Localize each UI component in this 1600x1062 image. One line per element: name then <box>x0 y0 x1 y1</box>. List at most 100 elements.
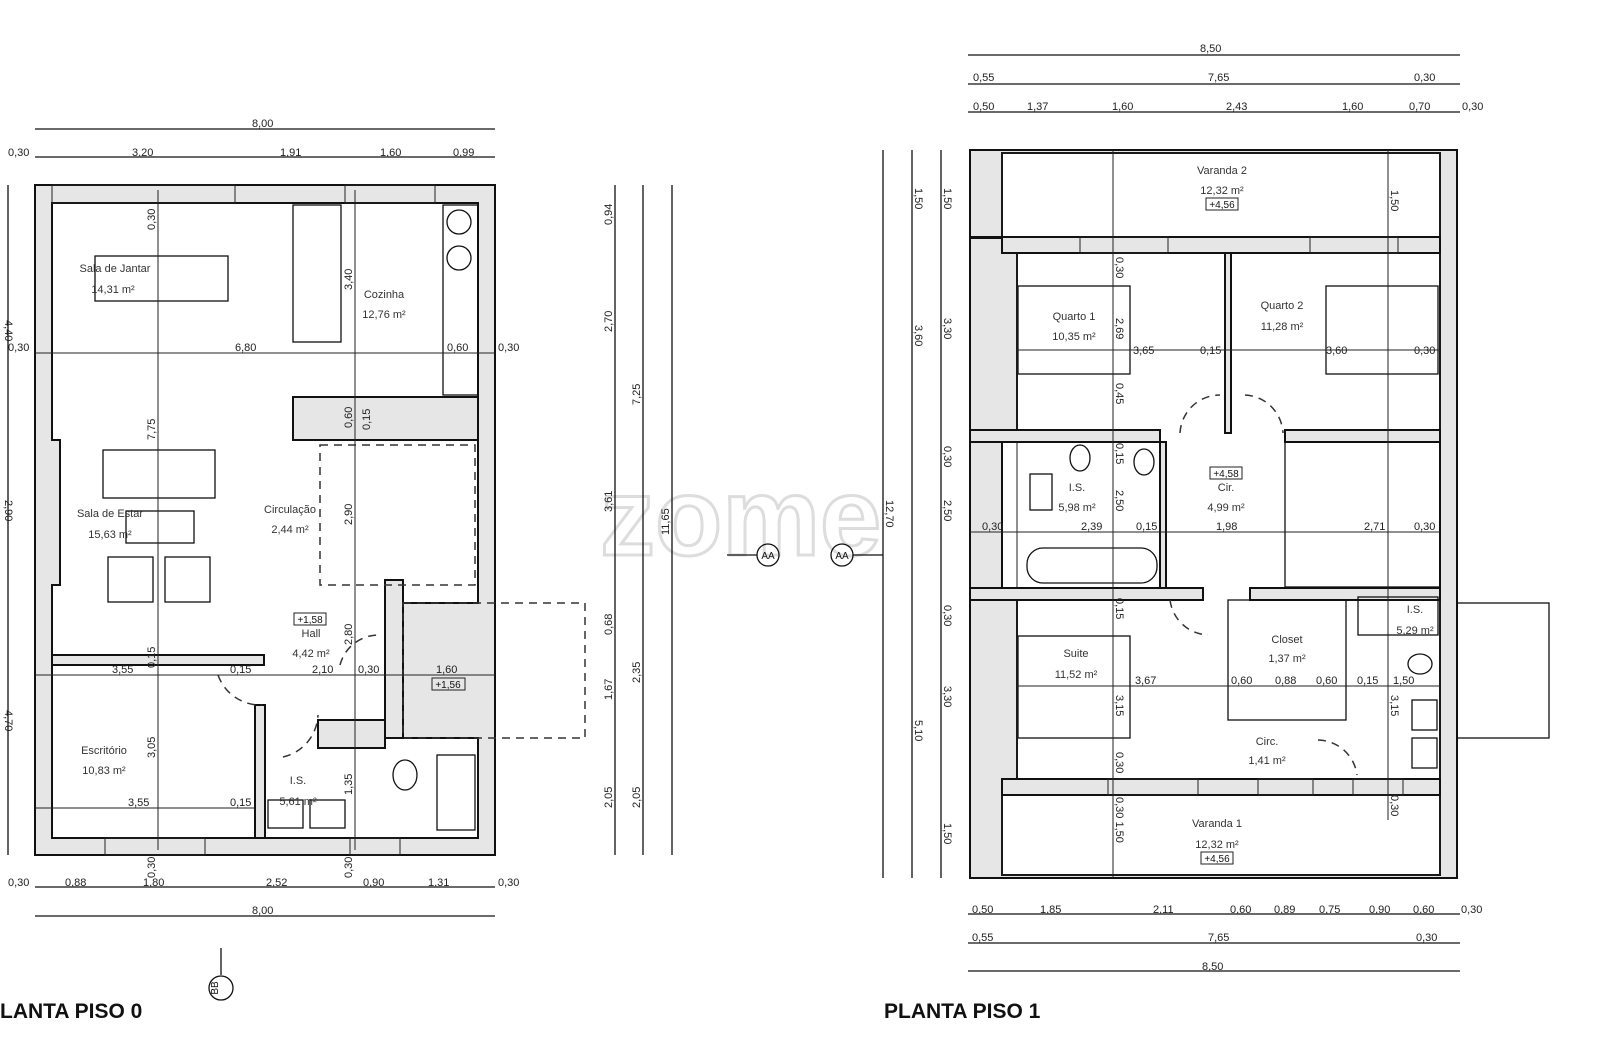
dimension: 2,35 <box>631 662 643 683</box>
dimension: 2,50 <box>1113 490 1125 511</box>
dimension: 0,15 <box>146 647 158 668</box>
dimension: 2,39 <box>1081 521 1102 533</box>
room-area: 12,76 m² <box>362 309 406 321</box>
room-area: 5,98 m² <box>1058 502 1096 514</box>
bed <box>1017 285 1131 375</box>
room-area: 5,29 m² <box>1396 625 1434 637</box>
dimension: 7,25 <box>631 384 643 405</box>
dimension: 0,30 <box>358 664 379 676</box>
dimension: 7,75 <box>146 419 158 440</box>
dimension: 0,30 <box>1113 257 1125 278</box>
zome-watermark: zome <box>600 456 881 579</box>
section-marker-label: AA <box>835 551 849 562</box>
room-area: 14,31 m² <box>91 284 135 296</box>
floor-title: LANTA PISO 0 <box>0 1000 142 1023</box>
room-area: 10,35 m² <box>1052 331 1096 343</box>
room-area: 1,37 m² <box>1268 653 1306 665</box>
door-swing <box>282 714 319 758</box>
dimension: 0,90 <box>363 877 384 889</box>
interior-wall <box>384 579 404 739</box>
interior-wall <box>317 719 386 749</box>
dimension: 0,15 <box>361 409 373 430</box>
dimension: 2,70 <box>603 311 615 332</box>
room-name: I.S. <box>1407 604 1424 616</box>
room-area: 1,41 m² <box>1248 755 1286 767</box>
room-name: Varanda 2 <box>1197 165 1247 177</box>
dimension: 0,30 1,50 <box>1113 797 1125 843</box>
dimension: 4,40 <box>2 320 14 341</box>
dimension: 0,68 <box>603 614 615 635</box>
door-swing <box>339 634 381 666</box>
dimension: 4,70 <box>2 710 14 731</box>
door-swing <box>1179 394 1221 434</box>
dimension: 0,30 <box>498 342 519 354</box>
dimension: 0,60 <box>447 342 468 354</box>
toilet-icon <box>1407 653 1433 675</box>
floor-0-plan: Sala de Jantar 14,31 m² Cozinha 12,76 m²… <box>0 118 673 1023</box>
dimension: 1,98 <box>1216 521 1237 533</box>
dimension: 1,91 <box>280 147 301 159</box>
dimension: 3,20 <box>132 147 153 159</box>
dimension: 7,65 <box>1208 72 1229 84</box>
dimension: 0,30 <box>941 605 953 626</box>
dimension: 0,30 <box>1462 101 1483 113</box>
dimension: 0,50 <box>973 101 994 113</box>
dimension: 1,37 <box>1027 101 1048 113</box>
dimension: 0,99 <box>453 147 474 159</box>
room-area: 11,52 m² <box>1055 669 1098 681</box>
window <box>104 837 206 856</box>
dimension: 0,30 <box>941 446 953 467</box>
dimension: 3,60 <box>1326 345 1347 357</box>
dimension: 1,85 <box>1040 904 1061 916</box>
section-marker-label: BB <box>210 981 221 995</box>
dimension: 0,60 <box>1413 904 1434 916</box>
dimension: 1,50 <box>912 188 924 209</box>
dimension: 0,88 <box>1275 675 1296 687</box>
window <box>51 184 236 204</box>
dimension: 2,71 <box>1364 521 1385 533</box>
dimension: 1,50 <box>1393 675 1414 687</box>
shower <box>436 754 476 831</box>
kitchen-island <box>292 204 342 343</box>
room-area: 15,63 m² <box>88 529 132 541</box>
dimension: 0,15 <box>1113 598 1125 619</box>
dimension: 0,50 <box>972 904 993 916</box>
window <box>1079 236 1169 254</box>
dimension: 2,69 <box>1113 318 1125 339</box>
door-swing <box>217 674 263 706</box>
dimension: 0,15 <box>1357 675 1378 687</box>
room-name: Circ. <box>1256 736 1279 748</box>
dimension: 0,30 <box>498 877 519 889</box>
dimension: 3,30 <box>941 318 953 339</box>
dimension: 0,60 <box>1231 675 1252 687</box>
dimension: 2,80 <box>343 624 355 645</box>
window <box>1257 778 1314 796</box>
dimension: 3,55 <box>112 664 133 676</box>
sink <box>1029 473 1053 511</box>
room-name: Circulação <box>264 504 316 516</box>
dimension: 0,90 <box>1369 904 1390 916</box>
sink <box>267 799 304 829</box>
bed <box>1325 285 1439 375</box>
floor-1-plan: Varanda 2 12,32 m² +4,56 Quarto 1 10,35 … <box>882 43 1550 1023</box>
room-area: 12,32 m² <box>1200 185 1244 197</box>
room-area: 4,99 m² <box>1207 502 1245 514</box>
dimension: 0,60 <box>343 407 355 428</box>
room-area: 12,32 m² <box>1195 839 1239 851</box>
entrance-canopy <box>1456 602 1550 739</box>
window <box>1309 236 1399 254</box>
dimension: 0,45 <box>1113 383 1125 404</box>
dimension: 0,94 <box>603 204 615 225</box>
dimension: 0,60 <box>1316 675 1337 687</box>
dimension: 6,80 <box>235 342 256 354</box>
staircase <box>319 444 476 586</box>
sink <box>1411 699 1438 731</box>
dimension: 1,60 <box>380 147 401 159</box>
dimension: 3,15 <box>1388 695 1400 716</box>
oven-icon <box>446 245 472 271</box>
dimension: 0,30 <box>1414 72 1435 84</box>
dimension: 1,50 <box>1388 190 1400 211</box>
room-name: Suite <box>1063 648 1088 660</box>
dimension: 1,60 <box>436 664 457 676</box>
